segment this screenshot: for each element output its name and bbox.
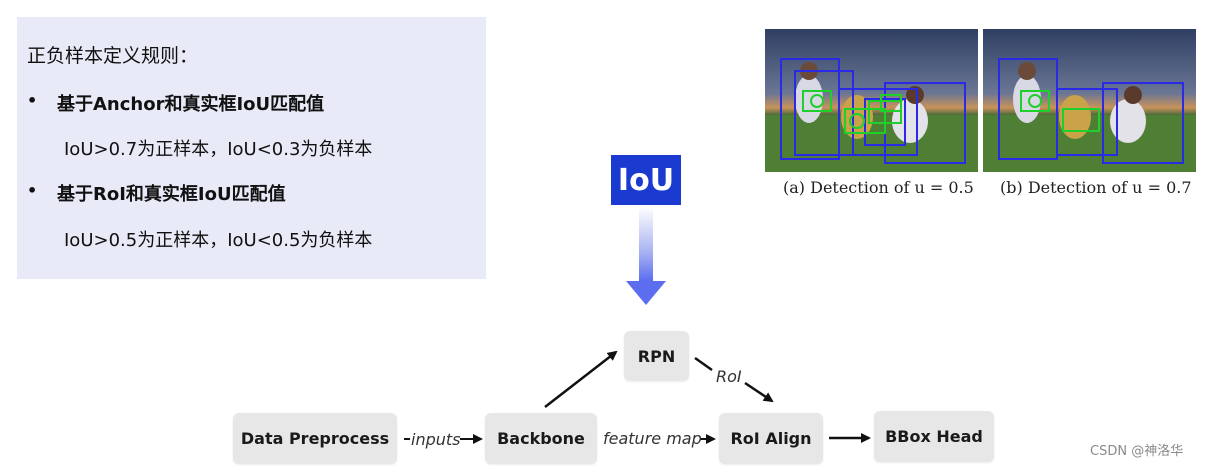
bullet-detail-anchor: IoU>0.7为正样本，IoU<0.3为负样本	[64, 139, 373, 160]
node-roi-align: RoI Align	[719, 413, 823, 464]
iou-badge: IoU	[611, 155, 681, 205]
edge-rpn-roi-head	[694, 356, 713, 372]
bullet-detail-roi: IoU>0.5为正样本，IoU<0.5为负样本	[64, 230, 373, 251]
edge-label-inputs: inputs	[411, 430, 461, 449]
rules-panel: 正负样本定义规则： • 基于Anchor和真实框IoU匹配值 IoU>0.7为正…	[17, 17, 486, 279]
watermark: CSDN @神洛华	[1090, 444, 1184, 459]
caption-u07: (b) Detection of u = 0.7	[1000, 178, 1192, 197]
iou-down-arrow-icon	[626, 207, 666, 305]
bullet-dot-1: •	[27, 91, 38, 110]
bullet-heading-anchor: 基于Anchor和真实框IoU匹配值	[57, 94, 325, 115]
node-rpn: RPN	[624, 331, 689, 381]
node-data-preprocess: Data Preprocess	[233, 413, 397, 464]
rules-title: 正负样本定义规则：	[27, 45, 199, 67]
edge-backbone-rpn	[544, 350, 618, 408]
edge-rpn-roi	[744, 381, 774, 403]
detection-image-u05	[765, 29, 978, 172]
caption-u05: (a) Detection of u = 0.5	[783, 178, 974, 197]
detection-image-u07	[983, 29, 1196, 172]
node-bbox-head: BBox Head	[874, 411, 994, 462]
bullet-heading-roi: 基于RoI和真实框IoU匹配值	[57, 184, 286, 205]
edge-label-feature-map: feature map	[603, 429, 702, 448]
edge-label-roi: RoI	[716, 367, 742, 386]
node-backbone: Backbone	[485, 413, 597, 464]
bullet-dot-2: •	[27, 181, 38, 200]
